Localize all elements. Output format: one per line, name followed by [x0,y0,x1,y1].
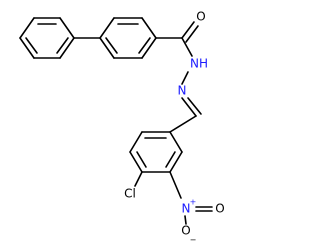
bond [59,37,75,59]
bond [19,37,35,59]
nitro-nitrogen-label: N [182,202,191,216]
bond [169,115,197,133]
bond [99,37,115,59]
bond [181,71,189,85]
bond [181,37,193,57]
bond [99,17,115,39]
bond [169,171,182,199]
molecule-structure: O NH N Cl N + O O − [19,10,225,245]
bond [181,97,197,117]
bond [25,37,38,54]
bond [56,37,69,54]
bond [59,17,75,39]
nitro-nitrogen-charge: + [190,198,197,207]
bond [187,97,202,115]
chlorine-label: Cl [124,187,136,201]
bond [185,25,199,43]
bond [129,131,143,153]
bond [134,171,143,187]
nitro-oxygen-single-charge: − [190,236,197,245]
nitro-oxygen-double-label: O [215,202,224,216]
bond [138,37,151,54]
imine-nitrogen-label: N [178,84,187,98]
bond [136,151,147,168]
bond [165,151,176,168]
bond [169,151,183,173]
structure-canvas: O NH N Cl N + O O − [19,10,225,245]
bond [184,215,187,225]
bond [19,17,35,39]
bond [129,151,143,173]
bond [169,131,183,153]
bond [141,37,157,59]
bond [141,17,157,39]
bond [105,37,118,54]
nitro-oxygen-single-label: O [181,224,190,238]
bonds-group [19,17,213,225]
carbonyl-oxygen-label: O [196,10,205,24]
bond [181,21,195,39]
amide-nitrogen-label: NH [190,57,208,71]
